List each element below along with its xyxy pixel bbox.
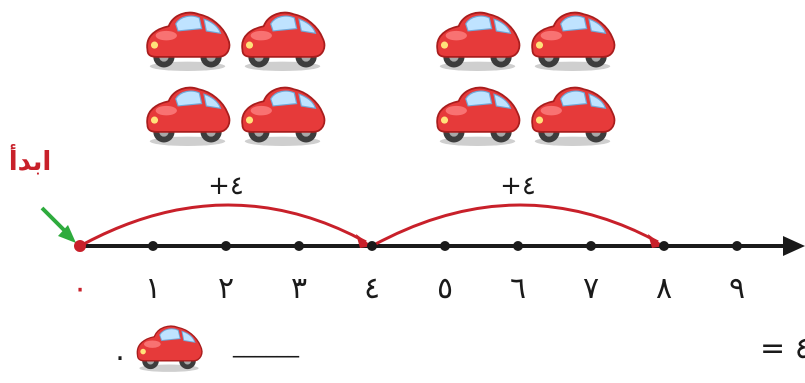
- car-icon: [532, 88, 614, 146]
- tick-label: ١: [145, 271, 161, 306]
- tick-label: ٤: [364, 271, 380, 306]
- jump-labels: +٤ +٤: [208, 171, 536, 201]
- start-label: ابدأ: [9, 144, 52, 177]
- tick-label: ٠: [72, 271, 88, 306]
- sentence: عَدَدُ كُلِّ السَّيّاراتِ ٢ × ٤ = ______…: [115, 326, 805, 372]
- sentence-text: عَدَدُ كُلِّ السَّيّاراتِ ٢ × ٤ =: [760, 326, 805, 366]
- tick-dot: [732, 241, 742, 251]
- number-line-arrowhead: [783, 236, 805, 256]
- car-group-right: [437, 13, 614, 146]
- tick-dot: [586, 241, 596, 251]
- car-icon: [437, 88, 519, 146]
- tick-dot: [74, 240, 86, 252]
- tick-dot: [367, 241, 377, 251]
- tick-dot: [440, 241, 450, 251]
- tick-label: ٥: [437, 271, 453, 306]
- tick-label: ٩: [729, 271, 745, 306]
- tick-dot: [148, 241, 158, 251]
- car-icon: [437, 13, 519, 71]
- jump-arc: [80, 205, 366, 246]
- car-icon: [147, 88, 229, 146]
- sentence-period: .: [115, 333, 125, 368]
- tick-labels: ٠ ١ ٢ ٣ ٤ ٥ ٦ ٧ ٨ ٩: [72, 271, 745, 306]
- answer-blank: ______: [232, 333, 300, 358]
- car-icon: [242, 13, 324, 71]
- jump-label: +٤: [208, 171, 244, 201]
- tick-dot: [294, 241, 304, 251]
- car-icon: [532, 13, 614, 71]
- car-icon: [147, 13, 229, 71]
- tick-dot: [513, 241, 523, 251]
- jump-arc: [372, 205, 658, 246]
- tick-label: ٦: [510, 271, 526, 306]
- start-arrow: [42, 208, 76, 243]
- tick-label: ٣: [291, 271, 307, 306]
- tick-label: ٢: [218, 271, 234, 306]
- car-group-left: [147, 13, 324, 146]
- car-icon: [242, 88, 324, 146]
- jump-label: +٤: [500, 171, 536, 201]
- tick-dot: [659, 241, 669, 251]
- tick-label: ٨: [656, 271, 672, 306]
- car-icon: [137, 326, 202, 372]
- tick-label: ٧: [583, 271, 599, 306]
- tick-dot: [221, 241, 231, 251]
